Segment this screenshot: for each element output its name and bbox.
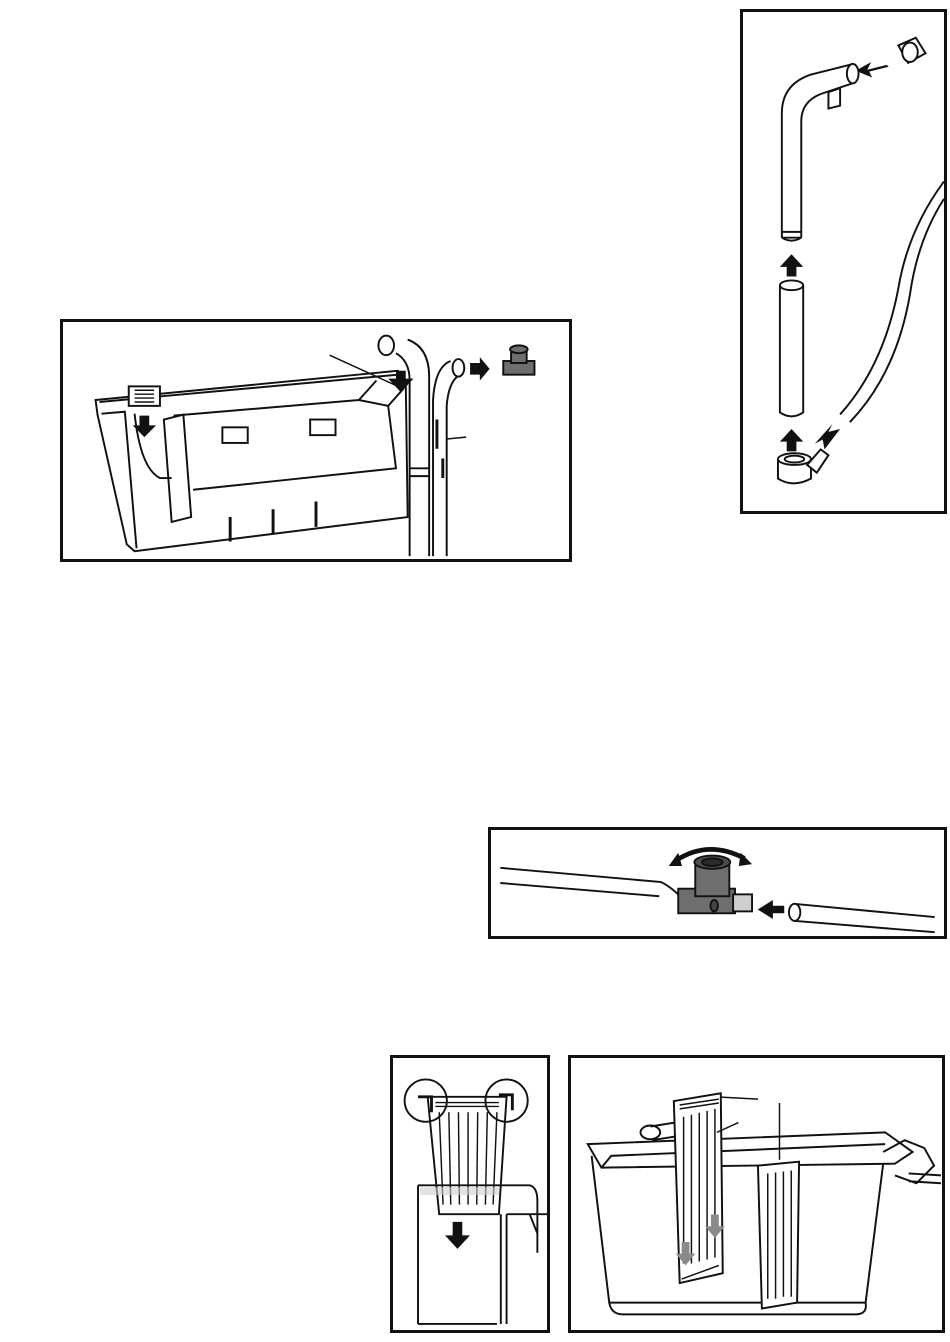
arrow-right-icon [470, 357, 490, 380]
divider-illustration [571, 1058, 942, 1330]
intake-pipe [782, 64, 859, 241]
filter-box-mounting-panel [60, 319, 572, 562]
divider-insertion-panel [568, 1055, 945, 1333]
hose [433, 359, 464, 556]
filter-box-illustration [63, 322, 569, 559]
arrow-down-left-icon [815, 424, 840, 449]
tube-assembly-panel [740, 9, 947, 514]
bottom-connector [778, 449, 828, 483]
basket-insertion-panel [390, 1055, 550, 1333]
tube-right [794, 904, 935, 917]
flow-valve-adjustment-panel [488, 827, 947, 939]
tube-assembly-illustration [743, 12, 944, 511]
basket-illustration [393, 1058, 547, 1330]
short-divider [758, 1162, 799, 1309]
extension-tube [780, 280, 803, 416]
flow-valve-illustration [491, 830, 944, 936]
tube-left [500, 868, 680, 896]
arrow-left-icon [758, 900, 785, 919]
arrow-down-icon [445, 1222, 470, 1249]
end-cap [898, 38, 925, 63]
arrow-up-icon [780, 429, 803, 451]
arrow-left-icon [856, 62, 889, 78]
flow-valve [503, 345, 534, 374]
arrow-up-icon [780, 254, 803, 276]
hose [840, 181, 944, 422]
